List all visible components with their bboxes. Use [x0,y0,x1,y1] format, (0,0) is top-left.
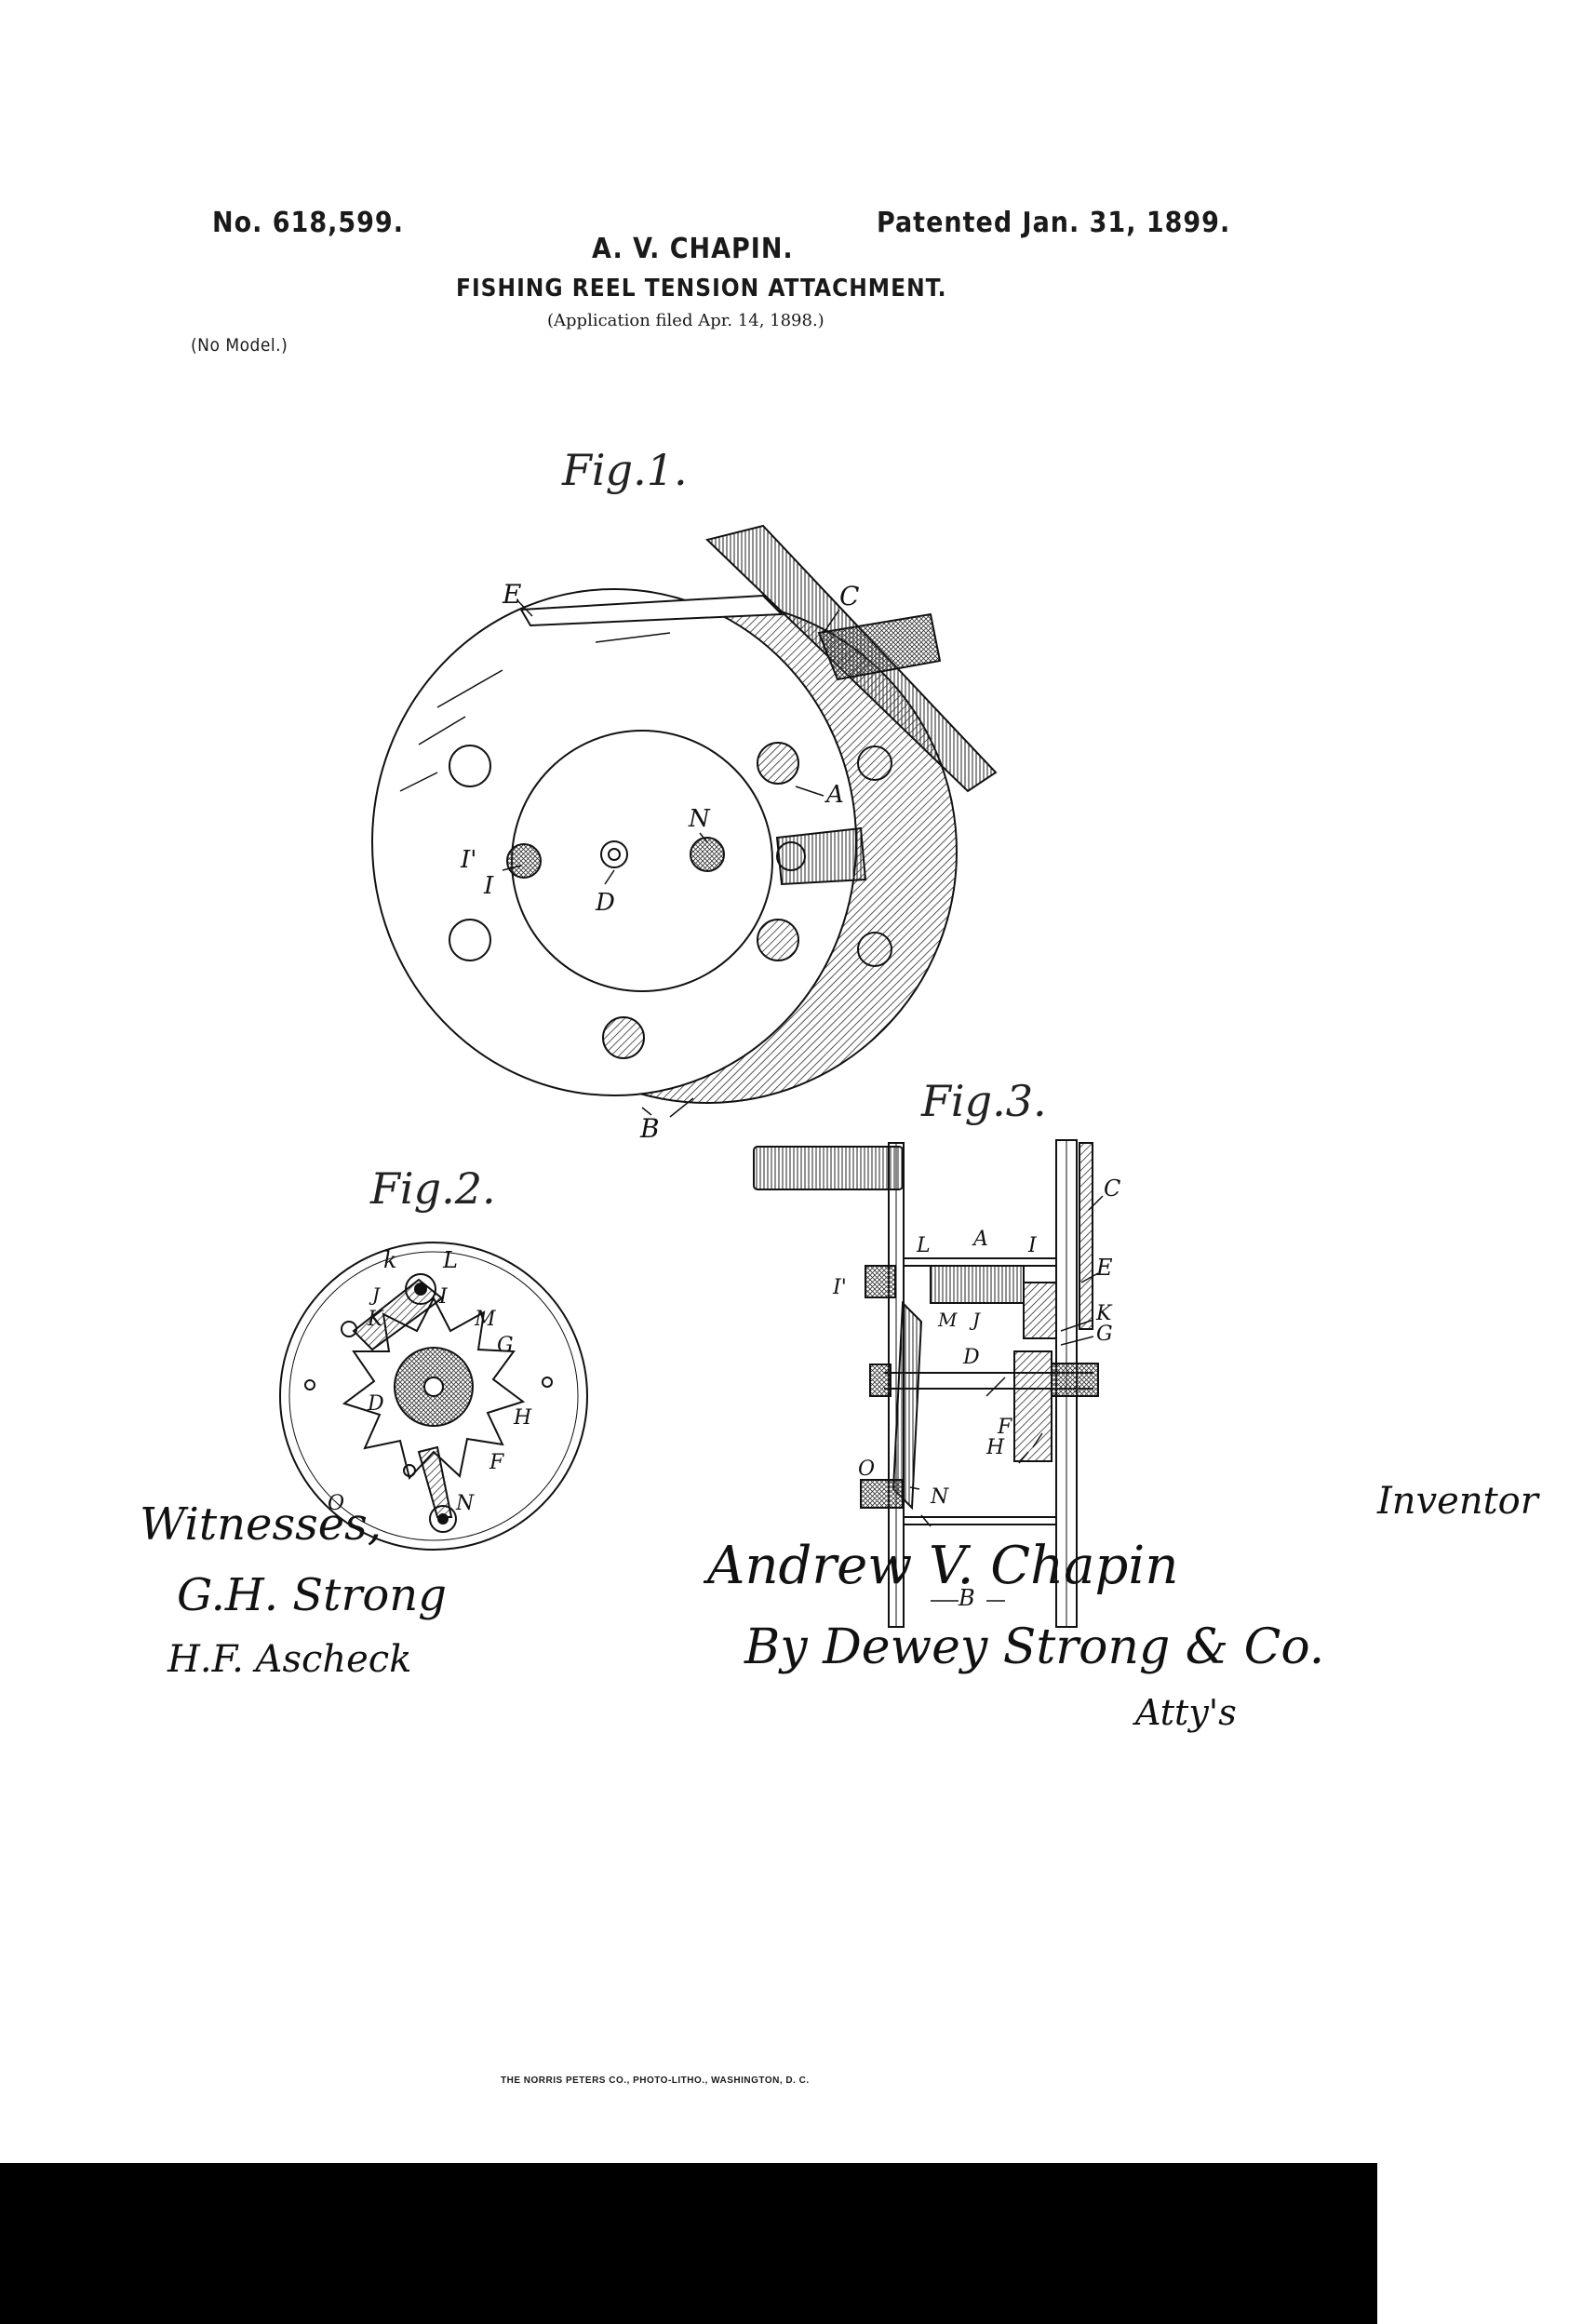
fig1-letter-e: E [502,579,521,610]
fig3-letter-c: C [1104,1175,1120,1202]
fig3-label: Fig.3. [921,1076,1047,1126]
fig1-letter-i: I [483,872,494,900]
fig2-letter-d: D [367,1392,384,1416]
patent-title: FISHING REEL TENSION ATTACHMENT. [456,275,947,302]
inventor-name: A. V. CHAPIN. [592,233,794,265]
application-filed: (Application filed Apr. 14, 1898.) [547,311,825,330]
fig1-letter-b: B [639,1113,660,1144]
fig1-letter-a: A [825,781,844,809]
witness-signature-1: G.H. Strong [177,1569,447,1621]
fig1-letter-n: N [688,805,711,833]
printer-credit: THE NORRIS PETERS CO., PHOTO-LITHO., WAS… [501,2075,810,2086]
fig3-letter-l: L [916,1234,931,1257]
witness-signature-2: H.F. Ascheck [168,1638,412,1681]
fig2-label: Fig.2. [370,1163,496,1214]
fig2-letter-k: k [383,1247,397,1273]
patent-number: No. 618,599. [212,207,404,239]
fig3-letter-a: A [972,1228,988,1251]
fig1-letter-i1: I' [460,846,476,874]
fig3-letter-n: N [930,1485,949,1509]
fig2-letter-o: O [328,1492,344,1515]
scan-border [0,2163,1377,2324]
fig3-letter-k: K [1095,1302,1113,1325]
fig2-letter-f: F [489,1451,504,1474]
fig1-letter-c: C [839,581,859,611]
fig2-letter-n: N [455,1492,475,1515]
fig1-label: Fig.1. [562,445,688,495]
fig2-letter-m: M [474,1308,496,1331]
fig3-letter-h: H [985,1436,1005,1459]
patent-date: Patented Jan. 31, 1899. [877,207,1231,239]
fig3-drawing: C E L A I I' M J K G D F H O N B [753,1139,1120,1628]
fig2-letter-g: G [497,1334,514,1357]
fig3-letter-b: B [958,1585,975,1611]
fig3-letter-e: E [1095,1255,1113,1281]
inventor-signature: Andrew V. Chapin [707,1536,1179,1596]
attorney-suffix: Atty's [1135,1692,1237,1733]
fig3-letter-f: F [997,1416,1012,1439]
fig2-letter-i: I [438,1285,449,1309]
fig3-letter-j: J [969,1309,981,1331]
fig3-letter-m: M [937,1309,958,1331]
fig1-letter-d: D [595,889,615,917]
fig3-letter-i1: I' [832,1276,847,1299]
attorney-signature: By Dewey Strong & Co. [744,1619,1325,1675]
inventor-label: Inventor [1377,1480,1538,1523]
fig2-letter-l: L [442,1247,458,1273]
fig2-letter-h: H [513,1406,532,1430]
no-model-note: (No Model.) [191,335,288,356]
fig3-letter-i: I [1027,1234,1038,1257]
fig2-letter-j: J [369,1283,381,1306]
fig3-letter-g: G [1096,1323,1113,1346]
witnesses-label: Witnesses, [140,1498,382,1551]
fig2-letter-k-upper: K [367,1308,384,1331]
fig3-letter-o: O [858,1458,875,1481]
fig1-drawing: E C A N I' I D B [371,524,998,1144]
fig2-drawing: k L J I K M G D H F O N [279,1242,588,1551]
fig3-letter-d: D [962,1346,980,1369]
